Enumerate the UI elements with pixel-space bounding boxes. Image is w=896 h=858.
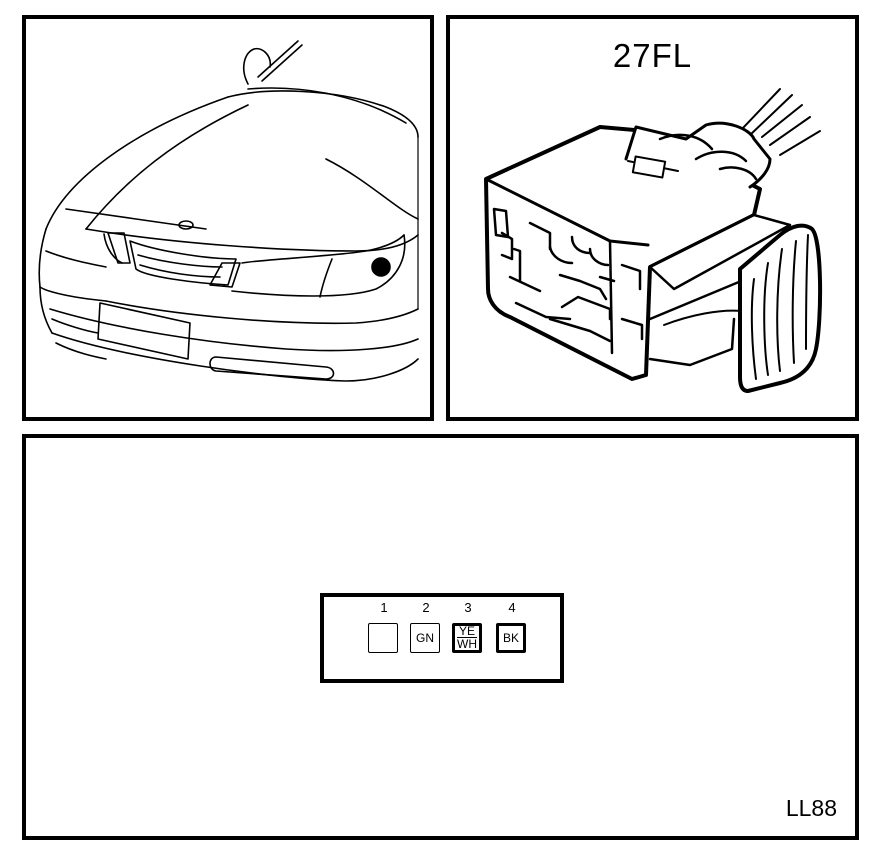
pin-wire-color: GN <box>410 623 440 653</box>
pin-wire-color <box>368 623 398 653</box>
connector-pinout: 1 2 GN 3 YE WH 4 BK <box>320 593 564 683</box>
pin-number: 3 <box>464 600 472 615</box>
pin-3: 3 YE WH <box>450 597 486 677</box>
pin-1: 1 <box>366 597 402 677</box>
pin-wire-color: BK <box>496 623 526 653</box>
reference-code: LL88 <box>785 795 837 821</box>
pin-number: 4 <box>508 600 516 615</box>
pinout-panel: 1 2 GN 3 YE WH 4 BK LL88 <box>22 434 859 840</box>
pin-wire-color: YE WH <box>452 623 482 653</box>
connector-illustration <box>484 88 823 393</box>
pin-number: 2 <box>422 600 430 615</box>
pin-2: 2 GN <box>408 597 444 677</box>
car-location-panel <box>22 15 434 421</box>
pin-number: 1 <box>380 600 388 615</box>
connector-code-label: 27FL <box>612 37 693 74</box>
connector-view-panel: 27FL <box>446 15 859 421</box>
pin-4: 4 BK <box>494 597 530 677</box>
car-front-illustration <box>38 40 419 382</box>
